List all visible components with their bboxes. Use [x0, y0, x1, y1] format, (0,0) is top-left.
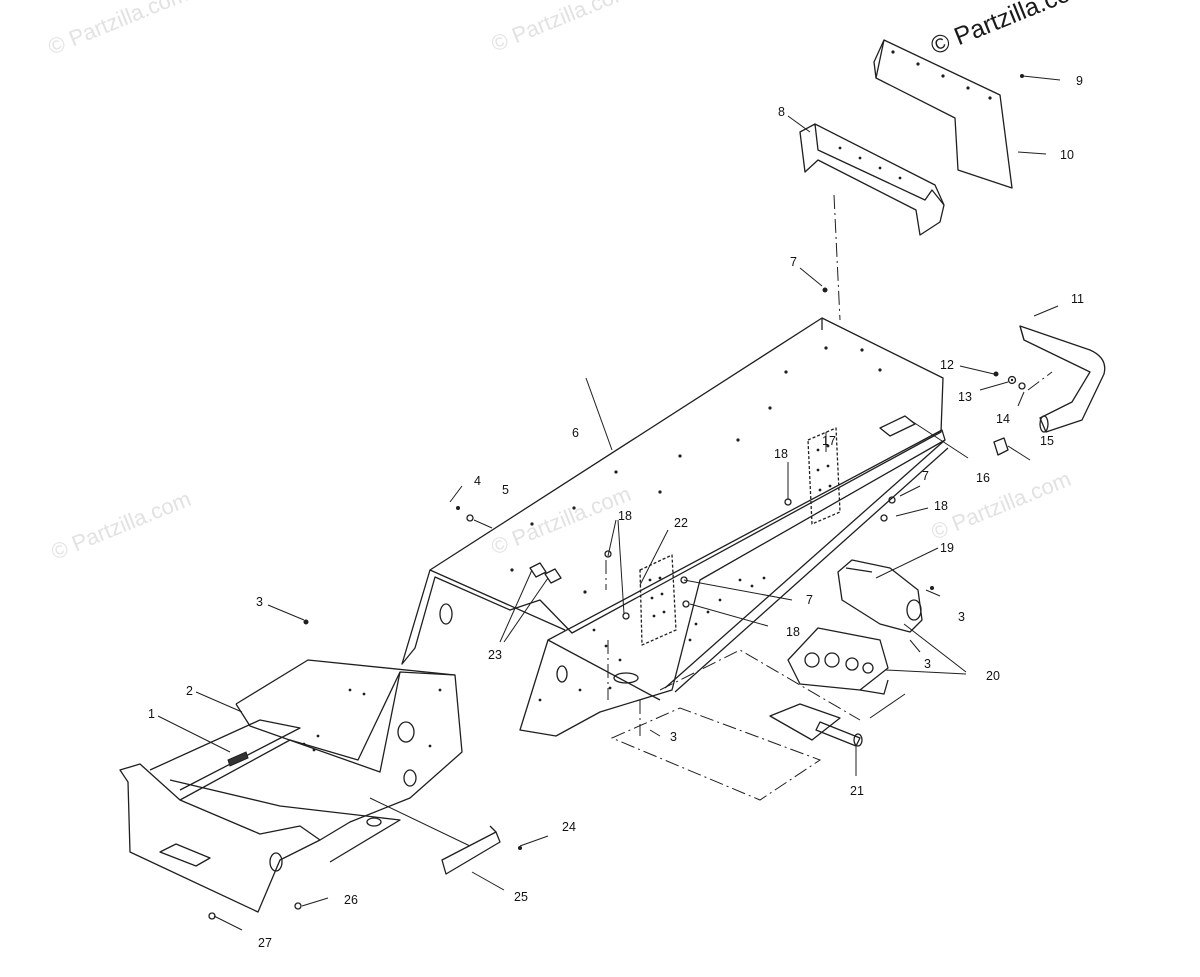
- part-19-bracket: [837, 559, 923, 633]
- callout-20: 20: [986, 669, 1000, 683]
- callout-7a: 7: [790, 255, 797, 269]
- part-15-cap: [993, 437, 1009, 456]
- callout-18b: 18: [934, 499, 948, 513]
- watermark-top-left: © Partzilla.com: [45, 0, 192, 60]
- leader-lines: [157, 75, 1061, 931]
- callout-10: 10: [1060, 148, 1074, 162]
- callout-8: 8: [778, 105, 785, 119]
- callout-3d: 3: [670, 730, 677, 744]
- watermark-mid-left: © Partzilla.com: [48, 486, 195, 565]
- callout-12: 12: [940, 358, 954, 372]
- callout-25: 25: [514, 890, 528, 904]
- part-tunnel-side: [519, 429, 949, 737]
- part-23-clips: [529, 562, 562, 584]
- callout-4: 4: [474, 474, 481, 488]
- part-20-bracket: [787, 627, 889, 695]
- callout-19: 19: [940, 541, 954, 555]
- callout-14: 14: [996, 412, 1010, 426]
- centerline-flap: [833, 194, 841, 321]
- part-21-axle: [769, 693, 906, 747]
- watermark-center: © Partzilla.com: [488, 481, 635, 560]
- callout-26: 26: [344, 893, 358, 907]
- callout-24: 24: [562, 820, 576, 834]
- bumper-hardware: [993, 371, 1053, 391]
- callout-16: 16: [976, 471, 990, 485]
- callout-11: 11: [1071, 292, 1084, 306]
- part-8-flap-bracket: [799, 123, 945, 236]
- callout-3b: 3: [958, 610, 965, 624]
- callout-6: 6: [572, 426, 579, 440]
- callout-2: 2: [186, 684, 193, 698]
- watermark-top-center: © Partzilla.com: [488, 0, 635, 57]
- callout-3a: 3: [256, 595, 263, 609]
- part-10-rear-flap: [873, 39, 1013, 189]
- callout-18a: 18: [774, 447, 788, 461]
- part-2-front-frame: [119, 659, 463, 913]
- fasteners: [208, 74, 1024, 920]
- callout-9: 9: [1076, 74, 1083, 88]
- watermark-mid-right: © Partzilla.com: [928, 466, 1075, 545]
- callout-23: 23: [488, 648, 502, 662]
- callout-13: 13: [958, 390, 972, 404]
- callout-7c: 7: [806, 593, 813, 607]
- callout-3c: 3: [924, 657, 931, 671]
- hidden-panel-outline: [610, 707, 822, 801]
- part-6-tunnel: [401, 317, 944, 665]
- callout-27: 27: [258, 936, 272, 950]
- callout-5: 5: [502, 483, 509, 497]
- callout-21: 21: [850, 784, 864, 798]
- watermark-top-right: © Partzilla.com: [927, 0, 1094, 61]
- part-22-plate: [639, 554, 677, 646]
- callout-15: 15: [1040, 434, 1054, 448]
- callout-17: 17: [822, 434, 836, 448]
- callout-18d: 18: [786, 625, 800, 639]
- callout-18c: 18: [618, 509, 632, 523]
- callout-7b: 7: [922, 469, 929, 483]
- part-17-plate: [807, 427, 841, 525]
- part-11-bumper: [1019, 325, 1106, 433]
- part-25-angle-bracket: [369, 797, 501, 875]
- callout-1: 1: [148, 707, 155, 721]
- callout-22: 22: [674, 516, 688, 530]
- hidden-outline-2: [659, 649, 861, 721]
- callout-labels: 1 2 3 3 3 3 4 5 6 7 7 7 8 9 10 11 12 13 …: [148, 74, 1084, 950]
